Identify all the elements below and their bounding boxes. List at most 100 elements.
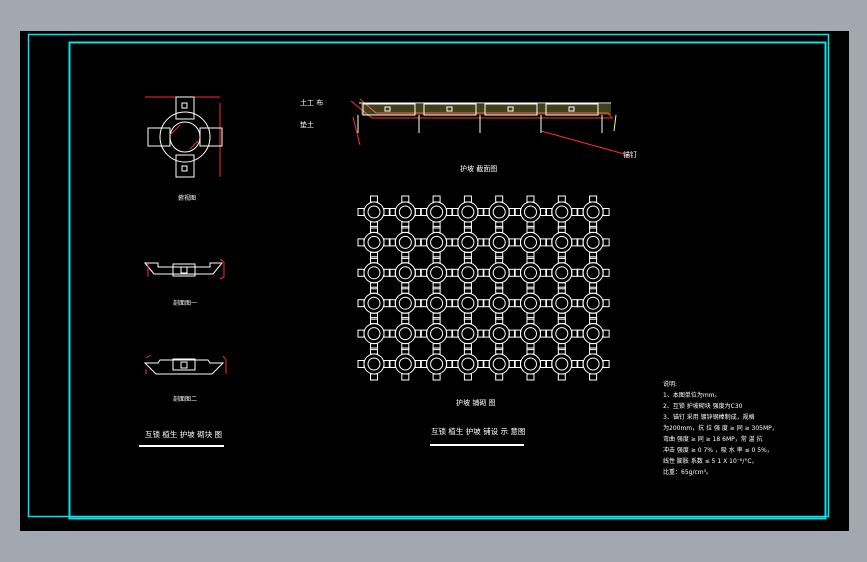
paving-block (551, 201, 573, 223)
paving-block-lug (514, 238, 521, 247)
notes-line: 3、锚钉 采用 镀锌钢棒制成，规格 (663, 413, 755, 421)
paving-block-hole (398, 266, 412, 280)
paving-block-lug (383, 360, 391, 368)
paving-block-hole (461, 327, 475, 341)
paving-block-lug (446, 268, 454, 277)
paving-block (394, 323, 416, 345)
paving-block-lug (495, 221, 504, 229)
paving-block-hole (367, 266, 381, 280)
paving-block-lug (482, 329, 490, 338)
paving-block-lug (432, 347, 441, 355)
paving-block-lug (401, 256, 410, 264)
paving-block-lug (526, 347, 535, 355)
paving-block-lug (571, 238, 579, 247)
paving-block-lug (463, 343, 472, 351)
paving-block-lug (545, 329, 553, 338)
paving-block-lug (383, 238, 391, 247)
paving-block-hole (461, 205, 475, 219)
paving-block (457, 292, 479, 314)
paving-block-lug (508, 329, 516, 338)
paving-block (551, 292, 573, 314)
label-geotextile: 土工 布 (300, 98, 323, 107)
paving-block (363, 201, 385, 223)
paving-block-hole (524, 235, 537, 249)
paving-block-lug (383, 329, 391, 338)
paving-block (363, 292, 385, 314)
paving-block-lug (557, 317, 566, 325)
paving-block-lug (495, 317, 504, 325)
paving-block-hole (586, 296, 600, 310)
paving-block-lug (589, 251, 598, 259)
paving-block-lug (514, 299, 521, 308)
paving-block-lug (463, 221, 472, 229)
paving-block (363, 262, 385, 284)
paving-block-hole (367, 205, 381, 219)
paving-block (426, 292, 448, 314)
paving-block-lug (432, 373, 441, 381)
paving-block (394, 201, 416, 223)
paving-block-lug (463, 373, 472, 381)
paving-block-lug (576, 208, 584, 216)
paving-block-lug (576, 238, 584, 247)
paving-block-lug (540, 329, 547, 338)
paving-block-lug (451, 208, 459, 216)
paving-block-lug (514, 268, 521, 277)
paving-block-lug (557, 225, 566, 233)
paving-block-lug (432, 312, 441, 320)
paving-block-lug (540, 360, 547, 368)
paving-block (426, 231, 448, 253)
paving-block (363, 231, 385, 253)
paving-block-hole (586, 357, 600, 371)
paving-block-lug (383, 208, 391, 216)
paving-block-hole (367, 327, 381, 341)
paving-block-hole (367, 296, 381, 310)
paving-layout-grid (357, 195, 610, 381)
paving-block-hole (555, 235, 569, 249)
paving-block-lug (571, 268, 579, 277)
paving-block-lug (589, 347, 598, 355)
paving-block-lug (463, 317, 472, 325)
paving-block-lug (370, 225, 378, 233)
paving-block-lug (477, 238, 485, 247)
paving-block-lug (451, 329, 459, 338)
paving-block (488, 292, 510, 314)
section-one-label: 剖面图一 (173, 299, 197, 307)
paving-block-lug (571, 208, 579, 216)
plan-view-label: 俯视图 (178, 194, 196, 202)
paving-block-lug (557, 256, 566, 264)
paving-block-lug (401, 343, 410, 351)
paving-block-lug (495, 343, 504, 351)
paving-block-lug (557, 286, 566, 294)
paving-block-lug (432, 225, 441, 233)
cad-viewport[interactable]: 俯视图 剖面图一 剖面图二 互锁 植生 护坡 砌块 图 (20, 31, 849, 531)
paving-block-lug (463, 312, 472, 320)
paving-block-lug (370, 343, 378, 351)
paving-block-lug (388, 268, 396, 277)
paving-block (520, 353, 541, 375)
paving-block-lug (557, 195, 566, 203)
paving-block-lug (589, 195, 598, 203)
paving-block-lug (432, 286, 441, 294)
block-section-one (143, 258, 225, 280)
paving-block (582, 292, 604, 314)
outer-frame (27, 33, 830, 518)
paving-block-lug (370, 317, 378, 325)
paving-block (582, 353, 604, 375)
paving-block-lug (357, 329, 365, 338)
paving-block (457, 323, 479, 345)
paving-block (520, 231, 541, 253)
paving-block-hole (586, 235, 600, 249)
paving-block-lug (557, 282, 566, 290)
paving-block-lug (383, 268, 391, 277)
paving-block-lug (388, 238, 396, 247)
paving-block-lug (589, 312, 598, 320)
paving-block (488, 353, 510, 375)
paving-block-lug (526, 343, 535, 351)
paving-block-hole (492, 296, 506, 310)
paving-block (488, 231, 510, 253)
paving-block-hole (586, 327, 600, 341)
paving-block-lug (576, 268, 584, 277)
paving-block-lug (388, 329, 396, 338)
paving-block-lug (540, 268, 547, 277)
paving-block (426, 353, 448, 375)
